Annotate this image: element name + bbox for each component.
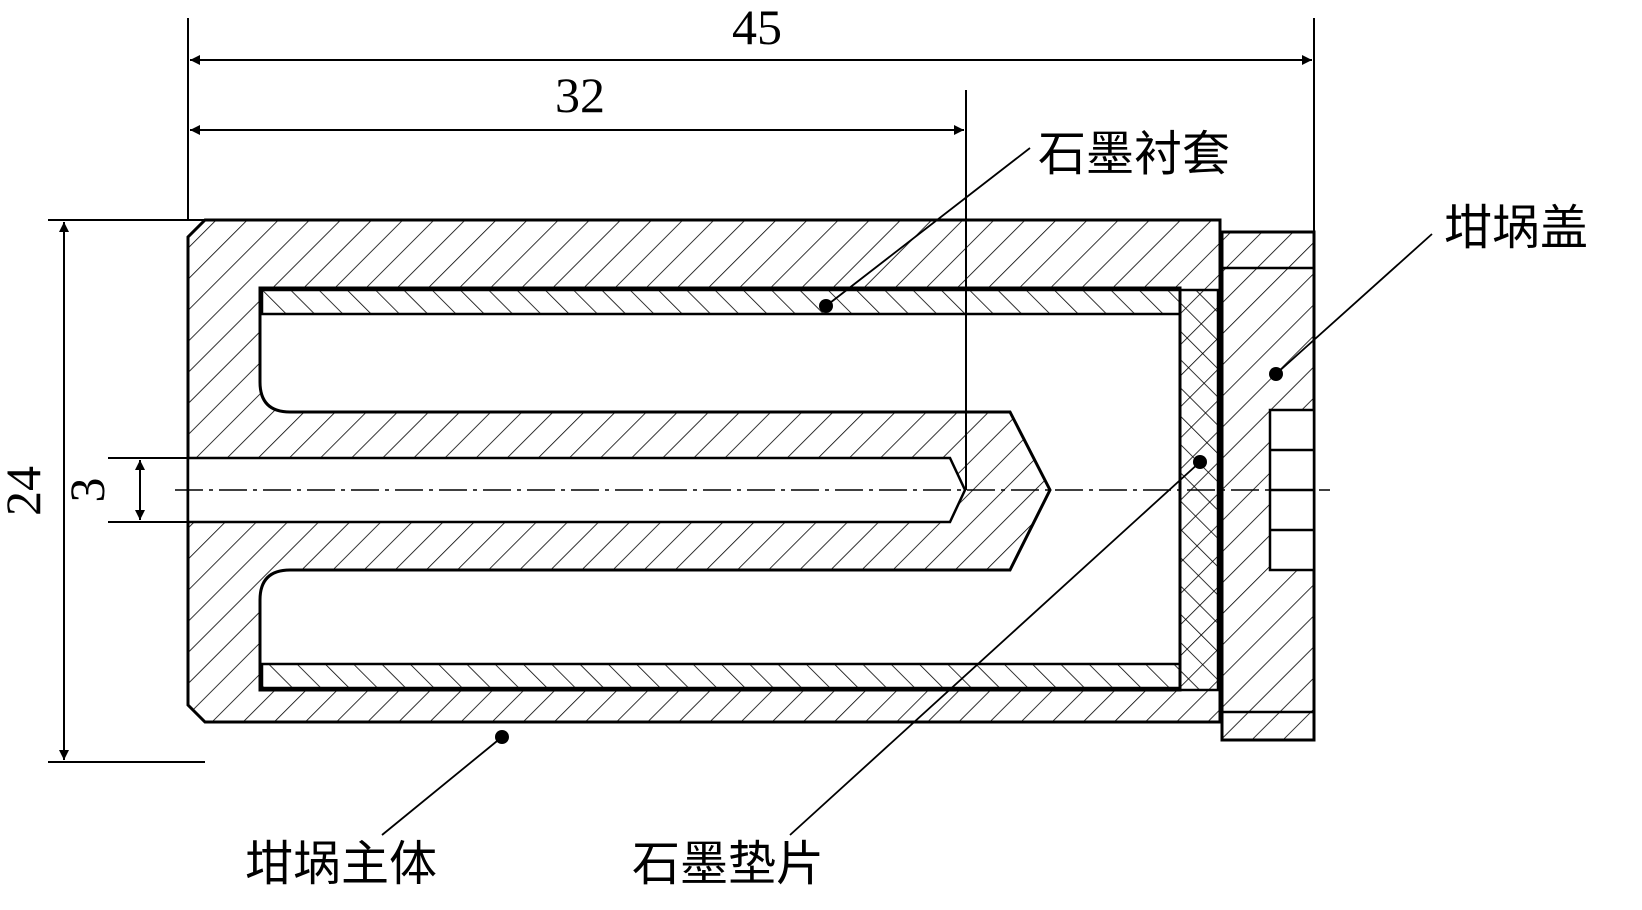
dimension-45-label: 45 bbox=[732, 0, 782, 55]
dimension-3: 3 bbox=[59, 457, 188, 523]
dimension-24: 24 bbox=[0, 219, 205, 763]
dimension-32-label: 32 bbox=[555, 67, 605, 123]
crucible-lid-section bbox=[1220, 230, 1316, 742]
leader-graphite-gasket: 石墨垫片 bbox=[632, 455, 1207, 892]
label-crucible-body: 坩埚主体 bbox=[245, 836, 437, 892]
leader-crucible-body: 坩埚主体 bbox=[245, 730, 509, 892]
dimension-24-label: 24 bbox=[0, 466, 51, 516]
dimension-32: 32 bbox=[190, 67, 967, 490]
leader-graphite-liner: 石墨衬套 bbox=[819, 126, 1230, 313]
dimension-3-label: 3 bbox=[59, 478, 115, 503]
dimension-45: 45 bbox=[187, 0, 1315, 232]
leader-crucible-lid: 坩埚盖 bbox=[1269, 200, 1588, 381]
label-crucible-lid: 坩埚盖 bbox=[1444, 200, 1588, 256]
label-graphite-gasket: 石墨垫片 bbox=[632, 836, 824, 892]
label-graphite-liner: 石墨衬套 bbox=[1038, 126, 1230, 182]
